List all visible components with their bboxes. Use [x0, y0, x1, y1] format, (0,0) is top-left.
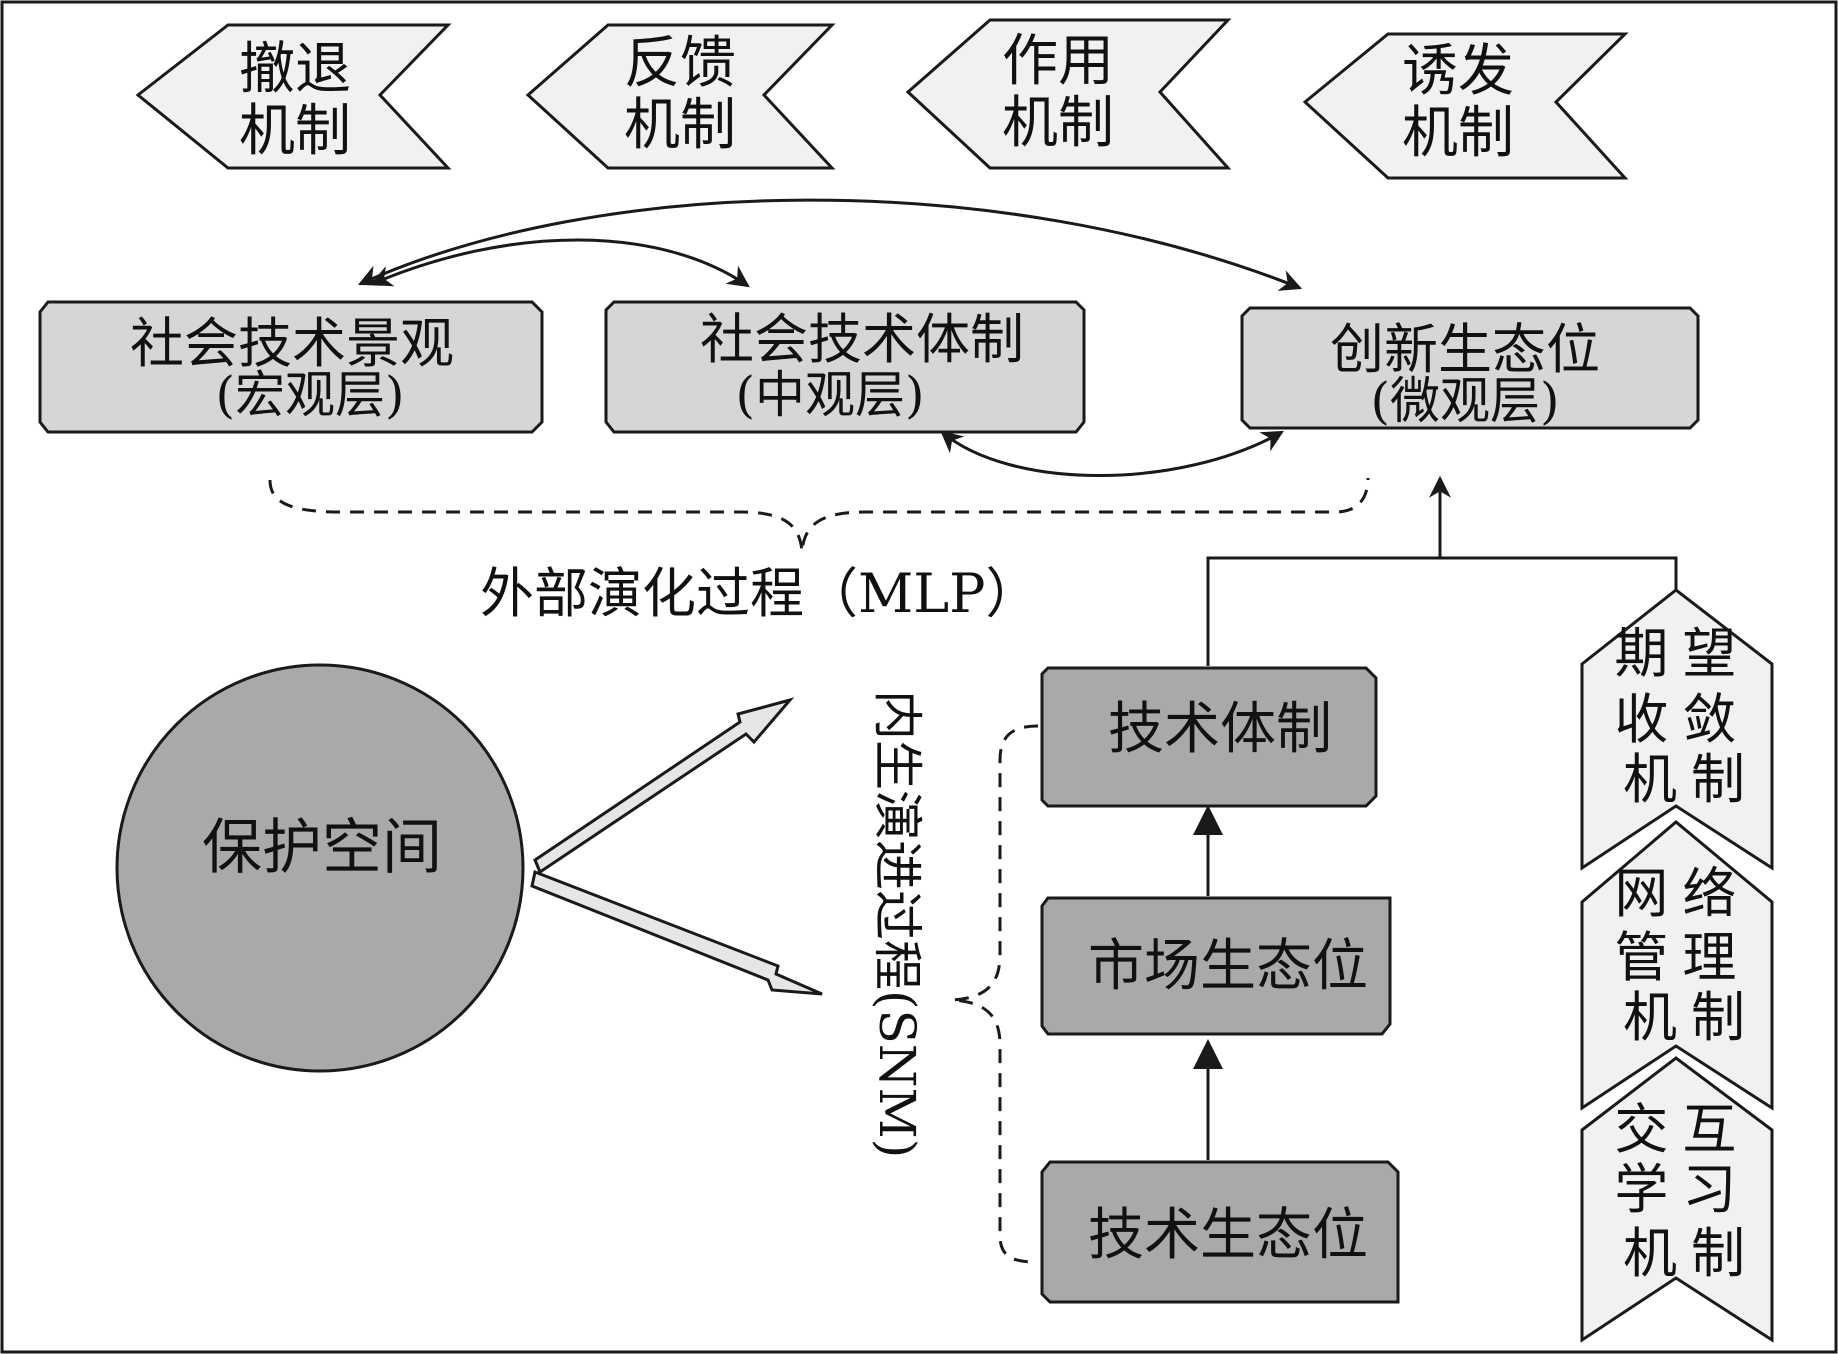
top-mechanism-action: 作用 机制 — [905, 18, 1232, 170]
side-mechanism-network: 网 管 机 络 理 制 — [1580, 820, 1774, 1111]
top-mechanism-feedback: 反馈 机制 — [525, 23, 836, 170]
side-mechanism-text: 网 管 机 — [1614, 862, 1685, 1049]
top-mechanism-line1: 诱发 — [1402, 39, 1514, 104]
side-char: 机 — [1623, 1222, 1677, 1285]
niche-box: 创新生态位 (微观层) — [1240, 306, 1700, 430]
protected-space-label: 保护空间 — [202, 813, 442, 883]
side-char: 制 — [1691, 748, 1745, 811]
protected-space: 保护空间 — [115, 663, 525, 1073]
side-char: 制 — [1691, 986, 1745, 1049]
side-char: 络 — [1682, 862, 1736, 925]
top-mechanism-line1: 撤退 — [239, 37, 351, 102]
layer-name: 社会技术体制 — [700, 308, 1024, 371]
side-char: 机 — [1623, 986, 1677, 1049]
side-mechanism-text: 期 收 机 — [1614, 622, 1685, 811]
side-char: 互 — [1682, 1098, 1736, 1161]
top-mechanism-line2: 机制 — [1002, 91, 1114, 156]
side-char: 期 — [1614, 622, 1668, 685]
layer-level: (微观层) — [1370, 372, 1559, 430]
layer-name: 社会技术景观 — [130, 312, 454, 375]
side-mechanism-text: 络 理 制 — [1682, 862, 1753, 1049]
top-mechanism-line1: 反馈 — [624, 31, 736, 96]
external-process-label: 外部演化过程（MLP） — [480, 562, 1040, 625]
side-char: 交 — [1614, 1098, 1668, 1161]
side-mechanism-text: 望 敛 制 — [1682, 622, 1753, 811]
top-mechanism-line1: 作用 — [1002, 29, 1114, 94]
internal-process-brace — [951, 724, 1039, 1264]
side-char: 网 — [1614, 862, 1668, 925]
hollow-arrow-down — [530, 869, 823, 996]
side-mechanism-text: 互 习 制 — [1682, 1098, 1753, 1285]
regime-niche-arrow — [940, 430, 1284, 477]
connector-to-niche — [1206, 556, 1678, 666]
side-mechanism-expectation: 期 收 机 望 敛 制 — [1580, 588, 1774, 871]
regime-box: 社会技术体制 (中观层) — [604, 300, 1086, 434]
snm-level-name: 技术生态位 — [1088, 1203, 1368, 1268]
side-char: 收 — [1614, 688, 1668, 751]
top-mechanism-line2: 机制 — [1402, 101, 1514, 166]
landscape-niche-arrow — [357, 198, 1303, 291]
layer-level: (宏观层) — [215, 366, 404, 424]
side-char: 敛 — [1682, 688, 1736, 751]
side-mechanism-text: 交 学 机 — [1614, 1098, 1685, 1285]
side-char: 管 — [1614, 926, 1668, 989]
top-mechanism-line2: 机制 — [624, 93, 736, 158]
layer-name: 创新生态位 — [1330, 318, 1600, 381]
side-mechanism-learning: 交 学 机 互 习 制 — [1580, 1056, 1774, 1343]
snm-market-niche: 市场生态位 — [1040, 896, 1392, 1036]
side-char: 机 — [1623, 748, 1677, 811]
top-mechanism-withdrawal: 撤退 机制 — [135, 23, 452, 170]
hollow-arrow-up — [533, 697, 795, 875]
side-char: 望 — [1682, 622, 1736, 685]
snm-technology-regime: 技术体制 — [1040, 666, 1378, 808]
external-process-brace — [268, 477, 1370, 553]
side-char: 习 — [1682, 1158, 1736, 1221]
snm-level-name: 技术体制 — [1108, 697, 1332, 762]
side-char: 理 — [1682, 926, 1736, 989]
top-mechanism-inducement: 诱发 机制 — [1302, 32, 1629, 180]
snm-level-name: 市场生态位 — [1088, 934, 1368, 999]
internal-process-label: 内生演进过程(SNM) — [868, 690, 926, 1158]
snm-technology-niche: 技术生态位 — [1040, 1160, 1400, 1304]
side-char: 学 — [1614, 1158, 1668, 1221]
top-mechanism-line2: 机制 — [239, 99, 351, 164]
landscape-regime-arrow — [369, 238, 750, 288]
landscape-box: 社会技术景观 (宏观层) — [38, 300, 544, 434]
side-char: 制 — [1691, 1222, 1745, 1285]
layer-level: (中观层) — [735, 366, 924, 424]
